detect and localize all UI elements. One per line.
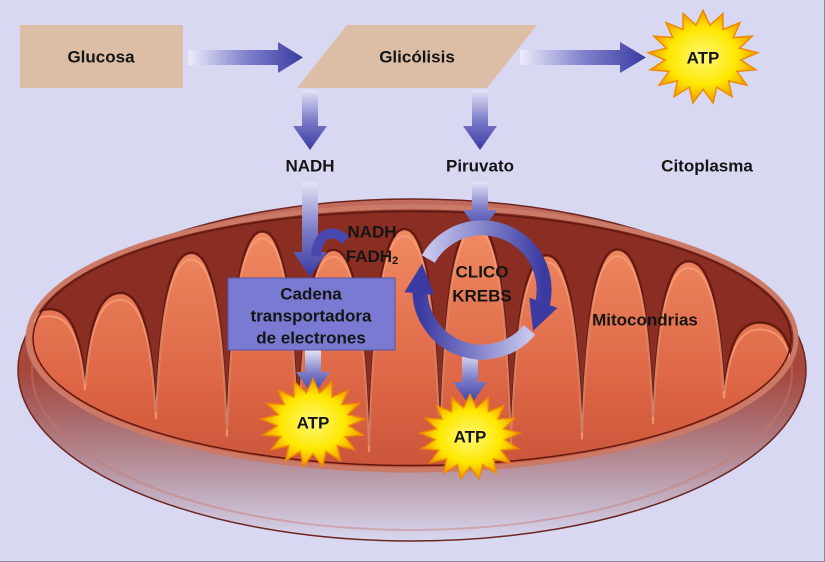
nadh-label: NADH [285, 157, 334, 176]
cristae-highlight [28, 228, 796, 470]
atp-top-label: ATP [687, 49, 720, 68]
fadh-text: FADH [346, 247, 392, 266]
nadh-inner-label: NADH [347, 223, 396, 242]
cadena-box [227, 277, 396, 351]
mitocondrias-label: Mitocondrias [592, 311, 698, 330]
atp-krebs-label: ATP [454, 428, 487, 447]
atp-burst-top [645, 8, 761, 105]
mitochondrion [17, 198, 807, 542]
atp-cadena-label: ATP [297, 414, 330, 433]
arrow-glicolisis-to-nadh [293, 90, 327, 150]
krebs-cycle [404, 220, 558, 360]
arrows [188, 42, 646, 406]
arrow-krebs-to-atp [453, 352, 487, 406]
labels: Glucosa Glicólisis ATP NADH Piruvato Cit… [67, 48, 753, 447]
piruvato-label: Piruvato [446, 157, 514, 176]
glicolisis-label: Glicólisis [379, 48, 455, 67]
atp-burst-cadena [258, 377, 368, 469]
fadh-subscript: 2 [392, 255, 398, 267]
node-cadena-transportadora [227, 277, 396, 351]
atp-burst-krebs [417, 392, 523, 481]
krebs-label-line2: KREBS [452, 287, 512, 306]
arrow-glicolisis-to-atp [520, 42, 646, 73]
glucosa-box [20, 25, 183, 88]
arrow-glucosa-to-glicolisis [188, 42, 303, 73]
cadena-label-line2: transportadora [251, 307, 372, 326]
krebs-cycle-arrow-upper [421, 220, 558, 331]
fadh2-label: FADH2 [346, 247, 398, 268]
krebs-cycle-arrow-lower [404, 263, 536, 360]
arrow-cadena-to-atp [296, 350, 330, 396]
mitochondrion-inner-edge [32, 210, 792, 467]
cristae [28, 221, 796, 470]
cadena-label-line3: de electrones [256, 329, 366, 348]
citoplasma-label: Citoplasma [661, 157, 753, 176]
glucosa-label: Glucosa [67, 48, 135, 67]
atp-bursts [258, 8, 761, 481]
mitochondrion-rim [25, 204, 799, 473]
node-glicolisis [297, 25, 537, 88]
node-glucosa [20, 25, 183, 88]
cadena-label-line1: Cadena [280, 285, 342, 304]
arrow-glicolisis-to-piruvato [463, 90, 497, 150]
krebs-label-line1: CLICO [456, 263, 509, 282]
arrow-nadh-fadh2-to-cadena [311, 228, 350, 257]
glicolisis-box [297, 25, 537, 88]
